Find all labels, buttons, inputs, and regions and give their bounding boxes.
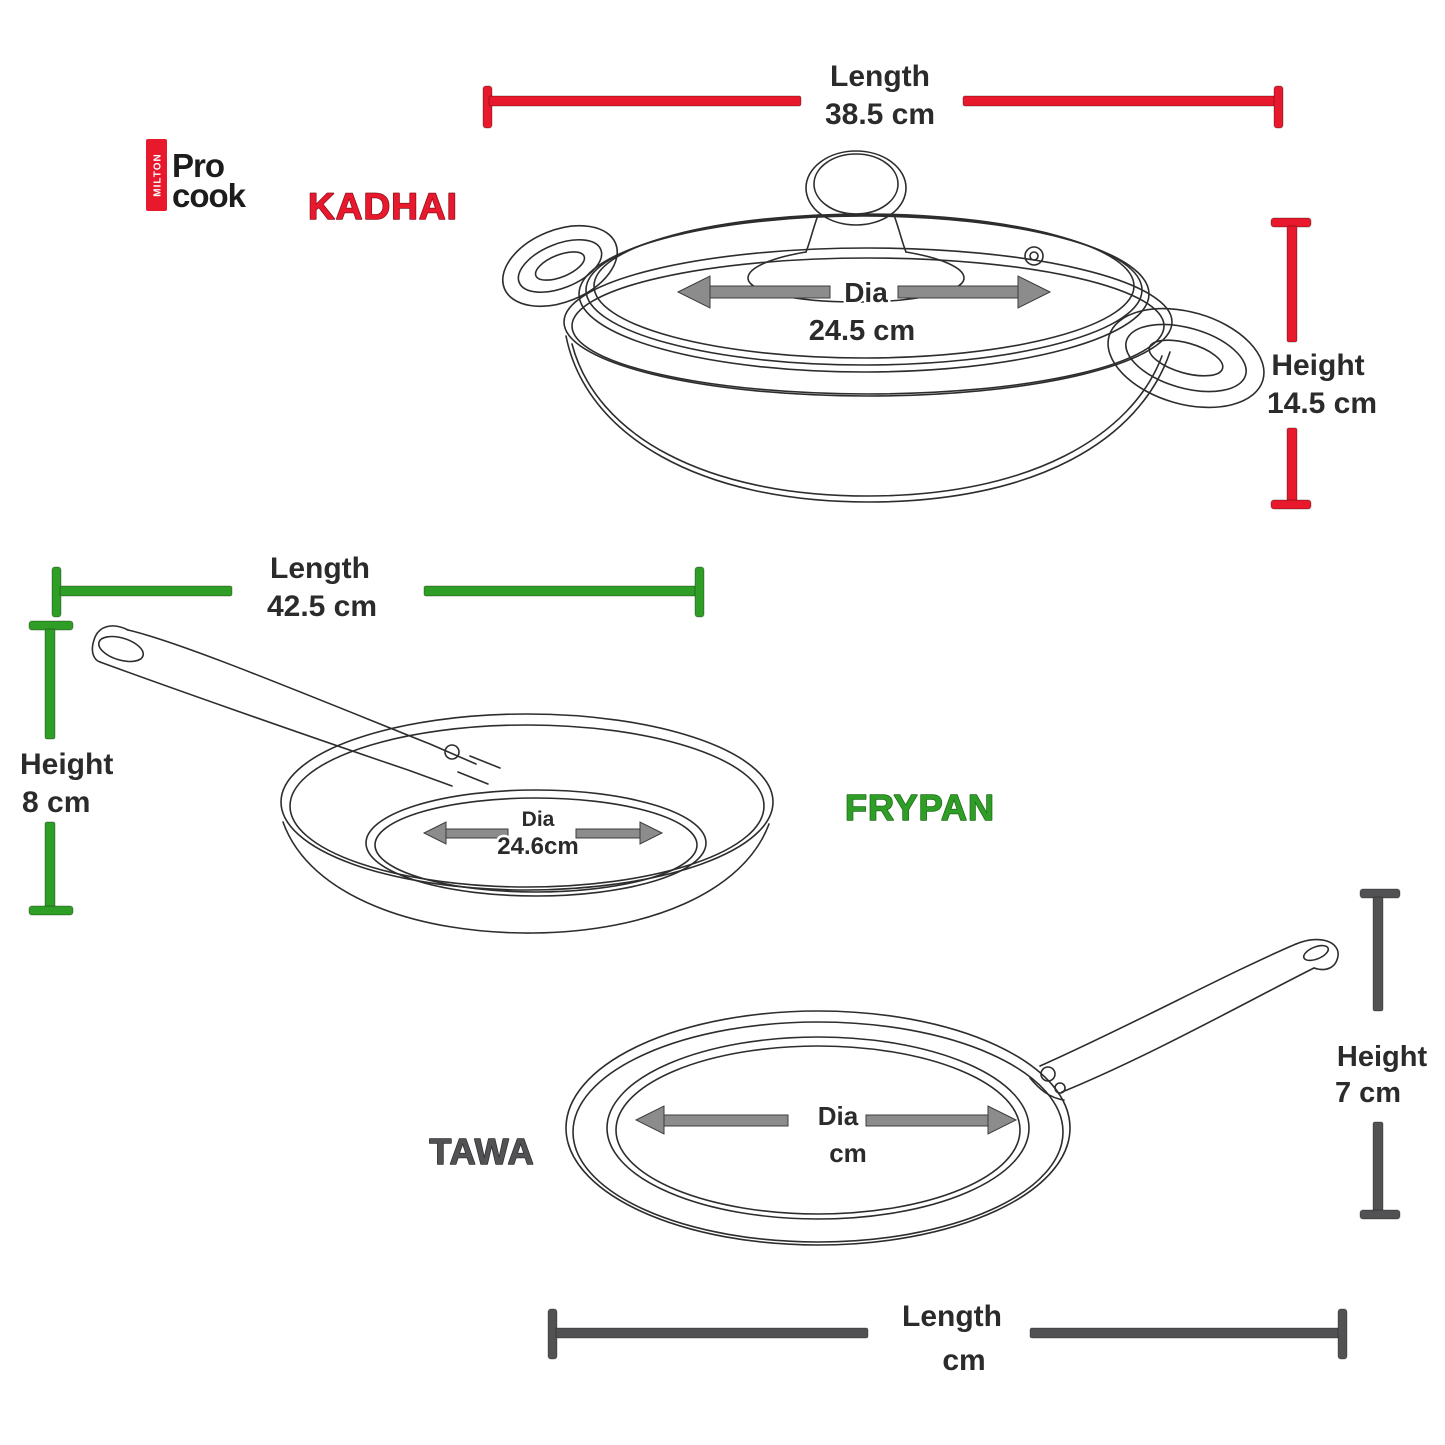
kadhai-product-label: KADHAI — [308, 186, 458, 227]
logo-line1: Pro — [172, 147, 224, 184]
kadhai-length-label: Length — [830, 60, 930, 93]
logo-red-bar — [146, 139, 167, 211]
logo-vertical-brand: MILTON — [153, 153, 164, 196]
tawa-dia-label: Dia — [818, 1101, 859, 1131]
frypan-length-label: Length — [270, 552, 370, 585]
tawa-height-dimension-line — [1359, 888, 1401, 1220]
tawa-dia-arrow-left — [634, 1105, 789, 1135]
tawa-dia-arrows — [634, 1105, 1018, 1135]
frypan-length-dimension-line — [51, 566, 705, 618]
frypan-height-label: Height — [20, 748, 113, 781]
tawa-length-dimension-line — [547, 1308, 1348, 1360]
kadhai-drawing — [501, 150, 1265, 503]
tawa-drawing — [565, 938, 1339, 1246]
frypan-height-value: 8 cm — [22, 786, 90, 819]
logo-line2: cook — [172, 177, 247, 214]
kadhai-dia-arrow-right — [897, 275, 1052, 309]
frypan-height-dimension-line — [28, 620, 74, 916]
frypan-product-label: FRYPAN — [845, 787, 995, 828]
frypan-dia-arrow-right — [575, 821, 664, 845]
frypan-dia-label: Dia — [522, 808, 555, 831]
tawa-height-label: Height — [1337, 1041, 1428, 1073]
tawa-product-label: TAWA — [429, 1131, 534, 1172]
kadhai-dia-label: Dia — [844, 277, 888, 308]
frypan-dia-arrow-left — [422, 821, 509, 845]
kadhai-length-value: 38.5 cm — [825, 98, 935, 131]
kadhai-dia-arrows — [676, 275, 1052, 309]
tawa-length-value: cm — [942, 1344, 985, 1377]
frypan-dia-value: 24.6cm — [497, 833, 578, 860]
tawa-height-value: 7 cm — [1335, 1077, 1401, 1109]
kadhai-height-label: Height — [1271, 349, 1364, 382]
frypan-length-value: 42.5 cm — [267, 590, 377, 623]
tawa-length-label: Length — [902, 1300, 1002, 1333]
tawa-dia-arrow-right — [865, 1105, 1018, 1135]
kadhai-length-dimension-line — [482, 85, 1284, 129]
tawa-dia-value: cm — [829, 1138, 867, 1168]
frypan-drawing — [91, 625, 774, 934]
brand-logo: MILTON Pro cook — [146, 139, 248, 214]
kadhai-dia-arrow-left — [676, 275, 831, 309]
frypan-dia-arrows — [422, 821, 664, 845]
kadhai-dia-value: 24.5 cm — [809, 315, 915, 347]
kadhai-height-value: 14.5 cm — [1267, 387, 1377, 420]
kadhai-height-dimension-line — [1270, 217, 1312, 510]
